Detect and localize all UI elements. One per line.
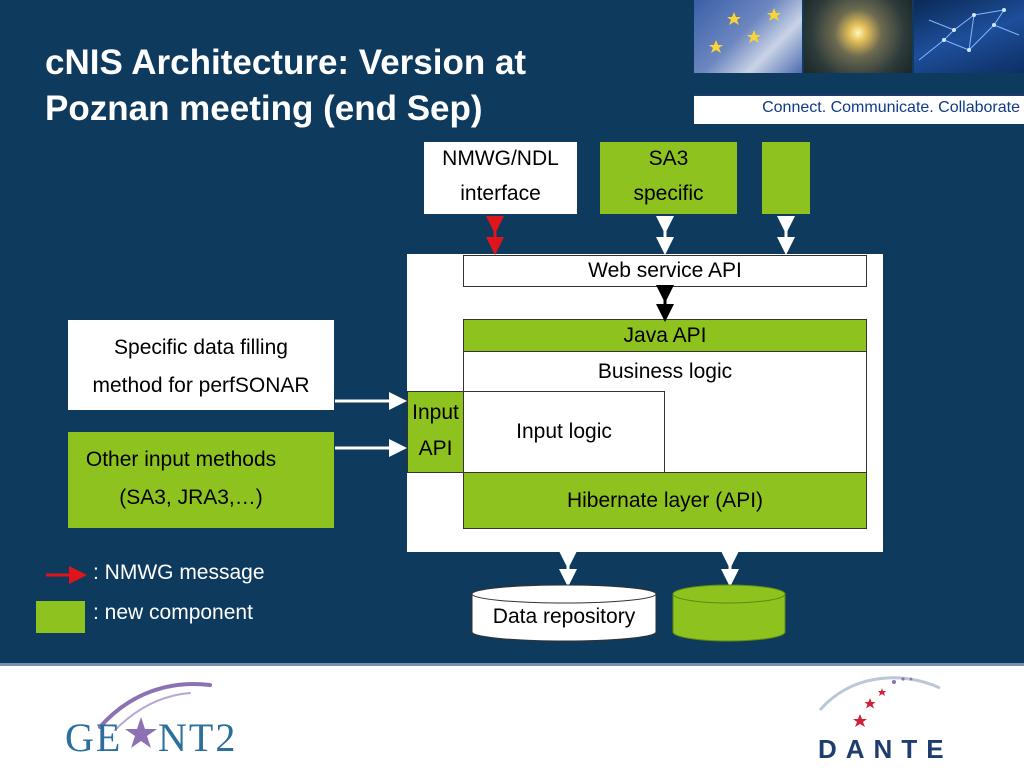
new-data-store-cylinder bbox=[672, 584, 786, 642]
interface-label: interface bbox=[460, 182, 541, 205]
blank-green-box bbox=[762, 142, 810, 214]
other-input-methods-box: Other input methods (SA3, JRA3,…) bbox=[68, 432, 334, 528]
specific-label: specific bbox=[633, 182, 704, 205]
input-logic-label: Input logic bbox=[516, 420, 612, 443]
input-logic-box: Input logic bbox=[463, 391, 665, 473]
sa3-specific-box: SA3 specific bbox=[600, 142, 737, 214]
legend-nmwg-message: : NMWG message bbox=[93, 561, 265, 584]
input-label: Input bbox=[412, 401, 459, 424]
java-api-label: Java API bbox=[623, 324, 707, 347]
api-label: API bbox=[418, 437, 453, 460]
light-burst-photo bbox=[804, 0, 912, 73]
perfsonar-line-1: Specific data filling bbox=[114, 336, 288, 359]
svg-text:NT2: NT2 bbox=[158, 715, 237, 760]
data-repository-label: Data repository bbox=[492, 605, 636, 628]
eu-flag-photo bbox=[694, 0, 802, 73]
nmwg-ndl-label: NMWG/NDL bbox=[442, 147, 559, 170]
hibernate-layer-label: Hibernate layer (API) bbox=[566, 489, 764, 512]
nmwg-ndl-interface-box: NMWG/NDL interface bbox=[424, 142, 577, 214]
legend-green-swatch bbox=[36, 601, 85, 633]
other-input-line-2: (SA3, JRA3,…) bbox=[119, 486, 263, 509]
title-line-1: cNIS Architecture: Version at bbox=[45, 43, 527, 82]
web-service-api-label: Web service API bbox=[588, 259, 742, 282]
hibernate-layer-box: Hibernate layer (API) bbox=[463, 472, 867, 529]
svg-text:GE: GE bbox=[65, 715, 122, 760]
business-logic-label: Business logic bbox=[597, 360, 733, 383]
title-line-2: Poznan meeting (end Sep) bbox=[45, 89, 483, 128]
slide-title: cNIS Architecture: Version at Poznan mee… bbox=[45, 40, 665, 132]
sa3-label: SA3 bbox=[648, 147, 689, 170]
network-map-photo bbox=[914, 0, 1024, 73]
legend-new-component: : new component bbox=[93, 601, 253, 624]
perfsonar-input-box: Specific data filling method for perfSON… bbox=[68, 320, 334, 410]
svg-text:DANTE: DANTE bbox=[818, 734, 953, 764]
geant2-logo: GE NT2 bbox=[60, 675, 260, 760]
tagline-box: Connect. Communicate. Collaborate bbox=[694, 94, 1024, 124]
dante-logo: DANTE bbox=[810, 670, 970, 765]
tagline-text: Connect. Communicate. Collaborate bbox=[762, 99, 1020, 116]
header-banner-photos bbox=[694, 0, 1024, 73]
other-input-line-1: Other input methods bbox=[85, 448, 277, 471]
input-api-box: Input API bbox=[407, 391, 464, 473]
data-repository-cylinder bbox=[471, 584, 657, 642]
diagram-connectors bbox=[46, 216, 795, 642]
perfsonar-line-2: method for perfSONAR bbox=[92, 374, 310, 397]
slide-divider bbox=[0, 663, 1024, 666]
